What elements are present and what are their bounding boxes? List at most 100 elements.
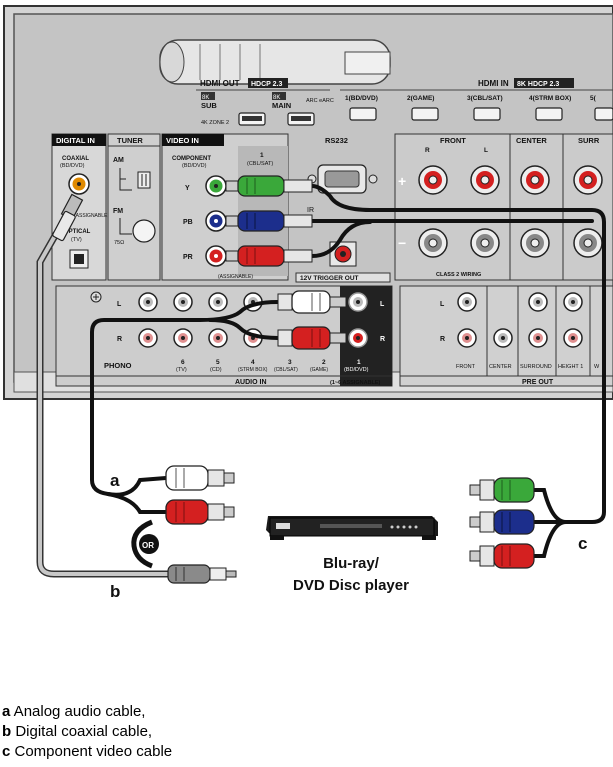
legend-key-b: b [2, 723, 12, 740]
audio-in-3-sub: (CBL/SAT) [274, 367, 298, 373]
coaxial-sub: (BD/DVD) [60, 163, 85, 169]
hdmi-main-extra: ARC eARC [306, 98, 334, 104]
component-plug-green-player [469, 477, 535, 503]
audio-in-4-num: 4 [251, 359, 255, 366]
player-disc-tray [320, 524, 382, 528]
cable-legend: a Analog audio cable, b Digital coaxial … [2, 702, 602, 762]
digital-coaxial-cable [36, 193, 237, 584]
digital-assignable: (ASSIGNABLE) [74, 213, 109, 219]
analog-audio-cable [90, 290, 347, 525]
hdmi-in-5-label: 5( [590, 95, 597, 102]
tuner-label: TUNER [117, 136, 143, 145]
audio-in-6-sub: (TV) [176, 367, 187, 373]
hdmi-sub-name: SUB [201, 101, 217, 110]
center-speaker-label: CENTER [516, 136, 547, 145]
component-plug-green-receiver [225, 175, 313, 197]
component-2-sub: (CBL/SAT) [247, 161, 273, 167]
coaxial-label: COAXIAL [62, 156, 89, 162]
legend-key-a: a [2, 703, 11, 720]
audio-in-note: (1~6 ASSIGNABLE) [330, 380, 381, 386]
digital-in-label: DIGITAL IN [56, 136, 95, 145]
wifi-antenna [159, 39, 391, 85]
pre-out-col-surround: SURROUND [520, 364, 552, 370]
fm-antenna-jack[interactable] [132, 219, 156, 243]
phono-l-label: L [117, 301, 122, 308]
optical-jack-slot [74, 254, 84, 264]
tuner-box [107, 133, 161, 281]
rs232-section: RS232 IR 12V TRIGGER OUT [295, 136, 391, 283]
component-label: COMPONENT [172, 156, 211, 162]
component-sub: (BD/DVD) [182, 163, 207, 169]
am-antenna-terminal[interactable] [137, 171, 151, 189]
hdmi-in-badge-bg [514, 78, 574, 88]
am-terminal-lines [119, 168, 132, 191]
rs232-port-inner [324, 170, 360, 188]
label-c: c [578, 534, 587, 553]
class2-label: CLASS 2 WIRING [436, 272, 481, 278]
hdmi-in-label: HDMI IN [478, 79, 509, 88]
speaker-box [394, 133, 613, 281]
legend-key-c: c [2, 743, 11, 760]
legend-item-a: a Analog audio cable, [2, 702, 602, 722]
label-b: b [110, 582, 120, 601]
audio-in-port-labels: 6 (TV) 5 (CD) 4 (STRM BOX) 3 (CBL/SAT) 2… [176, 359, 369, 373]
hdmi-sub-tag: 8K [202, 95, 209, 101]
hdmi-in-badge: 8K HDCP 2.3 [517, 81, 559, 88]
pre-out-l-label: L [440, 301, 445, 308]
hdmi-out-badge-bg [248, 78, 288, 88]
hdmi-in-ports [349, 107, 613, 121]
trigger-label: 12V TRIGGER OUT [300, 275, 359, 282]
label-a: a [110, 471, 120, 490]
optical-sub: (TV) [71, 237, 82, 243]
y-label: Y [185, 185, 190, 192]
front-r-label: R [425, 147, 430, 154]
trigger-label-box [295, 272, 391, 283]
audio-in-2-sub: (GAME) [310, 367, 328, 373]
pr-label: PR [183, 254, 193, 261]
legend-item-b: b Digital coaxial cable, [2, 722, 602, 742]
minus-label: − [398, 235, 406, 251]
player-label-line1: Blu-ray/ [323, 555, 380, 572]
audio-plug-white-receiver [277, 290, 347, 314]
legend-text-b: Digital coaxial cable, [11, 723, 153, 740]
hdmi-in-4-label: 4(STRM BOX) [529, 95, 571, 102]
digital-in-header [52, 134, 106, 146]
audio-in-5-num: 5 [216, 359, 220, 366]
surr-speaker-label: SURR [578, 136, 600, 145]
audio-in-4-sub: (STRM BOX) [238, 367, 268, 373]
hdmi-main-name: MAIN [272, 101, 291, 110]
bluray-player-icon [266, 516, 438, 540]
fm-label: FM [113, 208, 123, 215]
audio-in-l-jacks [138, 292, 368, 312]
tuner-section: TUNER AM FM 75Ω [107, 133, 161, 281]
video-in-label: VIDEO IN [166, 136, 199, 145]
speaker-terminals-negative [418, 228, 603, 258]
fm-ohm: 75Ω [114, 240, 124, 246]
audio-in-1-sub: (BD/DVD) [344, 367, 369, 373]
optical-label: OPTICAL [64, 229, 91, 235]
speaker-terminals-positive [418, 165, 603, 195]
component-video-cable [225, 175, 606, 569]
hdmi-main-tag: 8K [273, 95, 280, 101]
hdmi-in-5-port[interactable] [594, 107, 613, 121]
audio-in-label: AUDIO IN [235, 379, 267, 386]
player-label-line2: DVD Disc player [293, 577, 409, 594]
hdmi-out-section: HDMI OUT HDCP 2.3 8K SUB 4K ZONE 2 8K MA… [196, 78, 334, 126]
audio-in-1-l-label: L [380, 301, 385, 308]
pre-out-section: L R FRONT CENTER SURROUND HEIGHT 1 W PRE… [399, 285, 613, 387]
audio-in-1-r-label: R [380, 336, 385, 343]
audio-in-2-num: 2 [322, 359, 326, 366]
pre-out-col-front: FRONT [456, 364, 476, 370]
am-label: AM [113, 157, 124, 164]
video-in-header [162, 134, 224, 146]
component-plug-blue-receiver [225, 210, 313, 232]
pre-out-col-height1: HEIGHT 1 [558, 364, 583, 370]
hdmi-main-8k-tag-bg [272, 92, 286, 100]
hdmi-in-1-port[interactable] [349, 107, 377, 121]
hdmi-in-2-port[interactable] [411, 107, 439, 121]
hdmi-in-3-port[interactable] [473, 107, 501, 121]
or-label: OR [142, 541, 154, 550]
hdmi-in-4-port[interactable] [535, 107, 563, 121]
legend-item-c: c Component video cable [2, 742, 602, 762]
component-2-num: 1 [260, 152, 264, 159]
